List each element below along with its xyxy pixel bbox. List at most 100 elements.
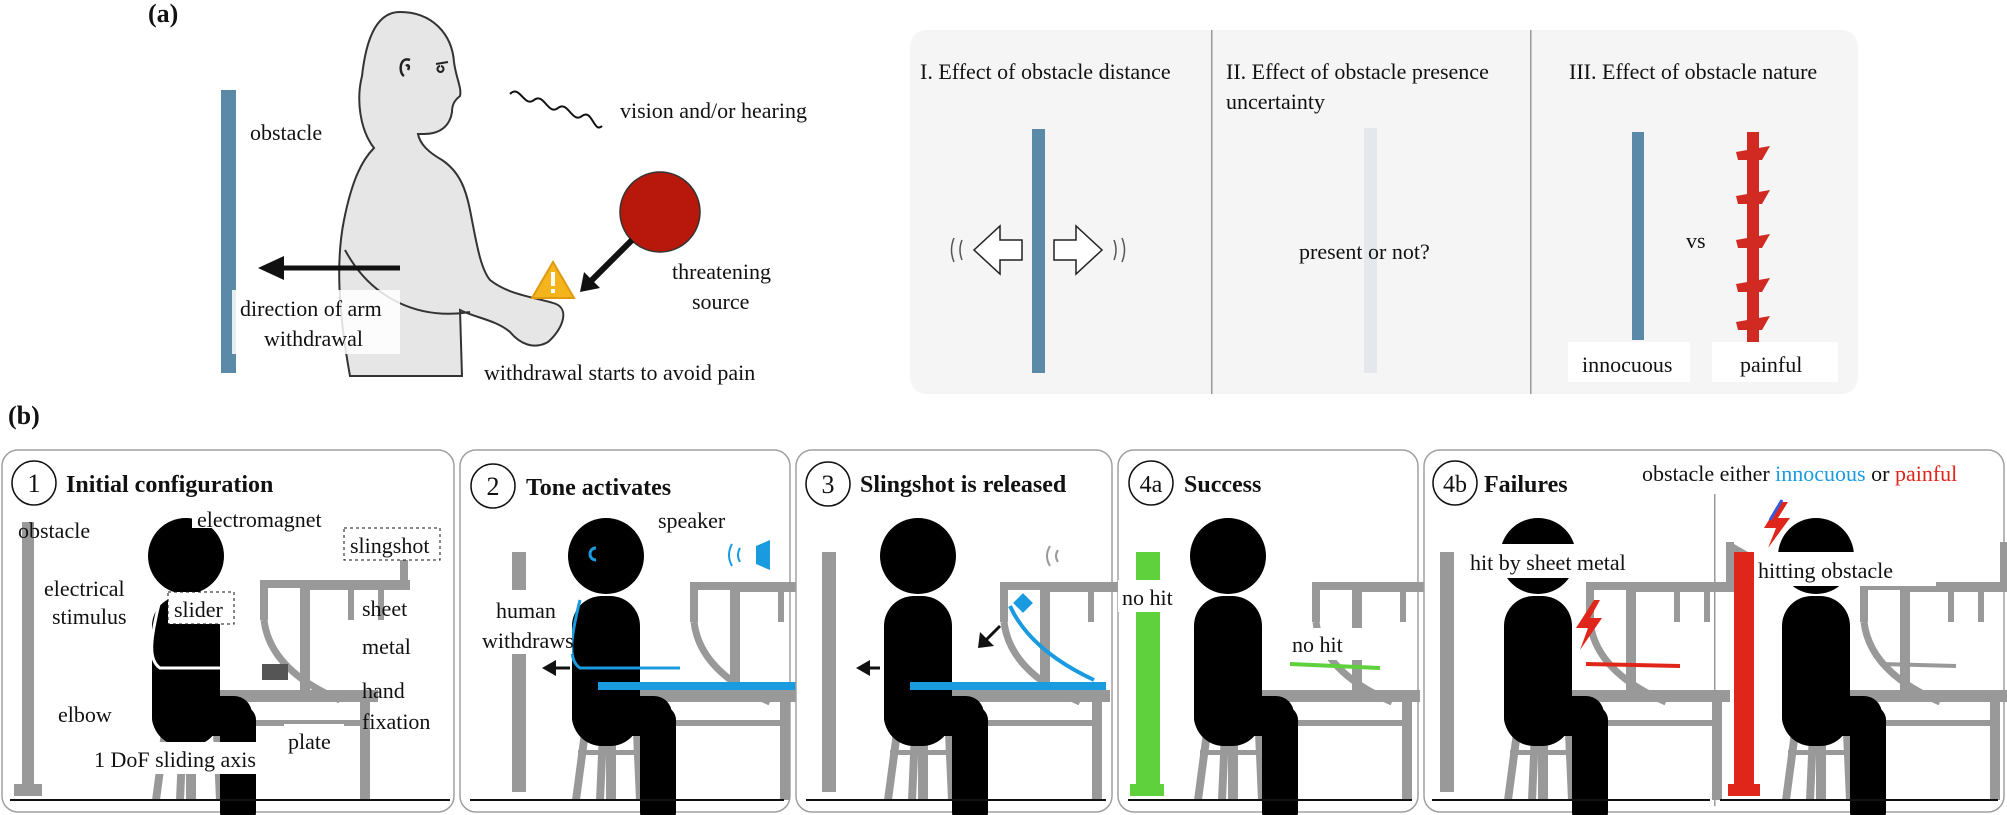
step3-obstacle <box>822 552 836 792</box>
step1-hand-label-1: hand <box>362 678 405 703</box>
step4a-number: 4a <box>1140 472 1163 498</box>
step2-ear-icon <box>588 546 597 562</box>
threatening-source-line2: source <box>692 289 749 314</box>
step1-obstacle-label: obstacle <box>18 518 90 543</box>
step4b-right-sheet-metal <box>1879 662 1957 668</box>
wavy-line-icon <box>509 90 603 129</box>
direction-label-line2: withdrawal <box>264 326 363 351</box>
step4a-nohit-obstacle: no hit <box>1122 585 1173 610</box>
legend-painful: painful <box>1895 461 1957 486</box>
withdrawal-starts-label: withdrawal starts to avoid pain <box>484 360 755 385</box>
divider-1 <box>1211 30 1213 394</box>
step4b-painful-base <box>1728 784 1760 796</box>
step1-obstacle <box>22 522 34 792</box>
step4a-obstacle-base <box>1130 784 1164 796</box>
sound-wave-icon <box>728 543 741 567</box>
innocuous-obstacle-bar <box>1632 132 1644 340</box>
innocuous-label-bg <box>1568 342 1690 382</box>
presence-question: present or not? <box>1299 239 1430 264</box>
step4b-divider <box>1714 494 1716 806</box>
step2-withdraws-line1: human <box>496 598 556 623</box>
step4b-hit-metal-bg <box>1466 544 1652 578</box>
threatening-source-ball <box>619 171 701 253</box>
step3-withdraw-arrowhead <box>856 660 870 676</box>
step1-electromagnet-bg <box>192 498 342 528</box>
step4b-sheet-metal-red <box>1585 662 1681 668</box>
step2-obstacle <box>512 552 526 792</box>
step2-number-circle <box>470 463 516 509</box>
direction-label-line1: direction of arm <box>240 296 382 321</box>
step1-sheet-label-1: sheet <box>362 596 407 621</box>
left-arrow-icon <box>950 224 1023 276</box>
step1-title: Initial configuration <box>66 472 273 498</box>
step2-number: 2 <box>487 472 500 501</box>
step1-hand-label-2: fixation <box>362 709 430 734</box>
step1-elbow-label: elbow <box>58 702 112 727</box>
effects-panel <box>910 30 1858 394</box>
step2-withdraws-line2: withdraws <box>482 628 574 653</box>
step4b-legend: obstacle either innocuous or painful <box>1642 461 1957 486</box>
step1-hand-fixation <box>262 664 288 680</box>
step1-axis-label: 1 DoF sliding axis <box>94 747 256 772</box>
step4a-nohit2-bg <box>1288 628 1362 660</box>
step2-speaker-label: speaker <box>658 508 726 533</box>
step3-number-circle <box>805 461 851 507</box>
legend-prefix: obstacle either <box>1642 461 1775 486</box>
step1-number-circle <box>11 460 57 506</box>
step4b-painful-obstacle <box>1734 552 1754 792</box>
step1-slingshot-label: slingshot <box>350 533 429 558</box>
nature-title: III. Effect of obstacle nature <box>1569 59 1817 84</box>
step4b-left-obstacle <box>1440 552 1454 792</box>
legend-innocuous: innocuous <box>1775 461 1865 486</box>
panel-b-label: (b) <box>8 401 40 430</box>
step1-slider-box <box>167 591 235 625</box>
step4b-number: 4b <box>1443 472 1467 498</box>
step4a-number-circle <box>1128 460 1174 506</box>
step4b-hit-metal-label: hit by sheet metal <box>1470 550 1626 575</box>
step2-plate-blue <box>598 682 798 690</box>
painful-label: painful <box>1740 352 1802 377</box>
painful-label-bg <box>1712 342 1838 382</box>
innocuous-label: innocuous <box>1582 352 1672 377</box>
step1-slingshot-box <box>343 527 441 561</box>
step4b-hitting-label: hitting obstacle <box>1758 558 1893 583</box>
pain-lightning-icon <box>1764 502 1790 548</box>
step1-electrical-label-2: stimulus <box>52 604 127 629</box>
step1-plate-bg <box>284 724 344 756</box>
lightning-icon <box>1576 600 1602 650</box>
threatening-source-line1: threatening <box>672 259 771 284</box>
step3-title: Slingshot is released <box>860 472 1067 498</box>
distance-obstacle-bar <box>1032 129 1045 373</box>
step4a-nohit1-bg <box>1118 580 1192 612</box>
right-arrow-icon <box>1053 224 1126 276</box>
step2-withdraw-arrowhead <box>542 660 556 676</box>
step1-arm-outline <box>150 599 262 670</box>
step4b-number-circle <box>1432 460 1478 506</box>
warning-icon <box>530 260 576 299</box>
step4a-sheet-metal-green <box>1289 662 1381 670</box>
step3-plate-blue <box>910 682 1106 690</box>
pain-lightning-accent <box>1768 499 1784 521</box>
obstacle-label: obstacle <box>250 120 322 145</box>
withdrawal-arrowhead <box>258 256 284 280</box>
step4a-nohit-metal: no hit <box>1292 632 1343 657</box>
step1-sheet-label-2: metal <box>362 634 411 659</box>
step1-slider-label: slider <box>174 597 224 622</box>
faded-obstacle-bar <box>1364 128 1377 373</box>
panel-a-label: (a) <box>148 0 178 28</box>
presence-title-line1: II. Effect of obstacle presence <box>1226 59 1489 84</box>
distance-title: I. Effect of obstacle distance <box>920 59 1171 84</box>
legend-or: or <box>1866 461 1895 486</box>
presence-title-line2: uncertainty <box>1226 89 1325 114</box>
spiked-obstacle-icon <box>1736 132 1770 342</box>
step1-plate-label: plate <box>288 729 331 754</box>
threat-arrow <box>587 237 635 285</box>
step3-sound-icon <box>1046 545 1059 567</box>
step2-withdraws-bg <box>480 590 572 654</box>
step4b-title: Failures <box>1484 472 1568 498</box>
step3-arrowhead <box>978 632 994 648</box>
divider-2 <box>1530 30 1532 394</box>
direction-label-bg <box>232 290 400 354</box>
step1-obstacle-base <box>14 784 42 796</box>
